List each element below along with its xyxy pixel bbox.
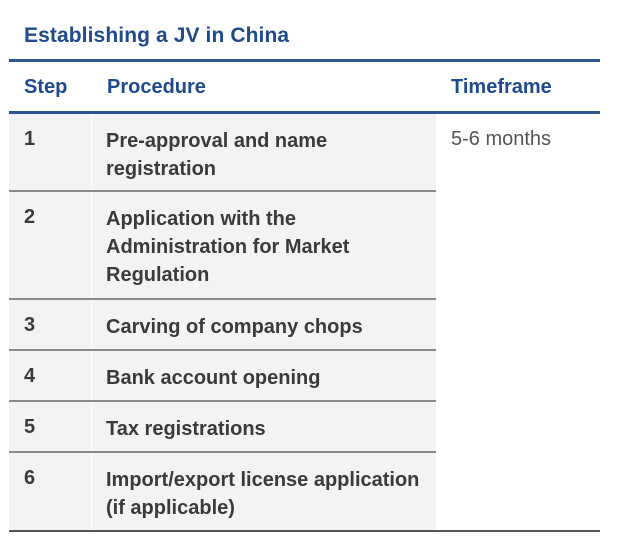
step-number: 2 <box>9 192 92 298</box>
step-number: 6 <box>9 453 92 531</box>
table-title: Establishing a JV in China <box>24 24 290 47</box>
procedure-text: Carving of company chops <box>106 316 363 338</box>
table-row: 6 Import/export license application (if … <box>9 453 436 531</box>
procedure-text: Tax registrations <box>106 418 266 440</box>
jv-steps-table: Step Procedure Timeframe 1 Pre-approval … <box>9 59 600 532</box>
timeframe-value: 5-6 months <box>451 128 552 150</box>
table-row: 4 Bank account opening <box>9 351 436 402</box>
procedure-text: Application with the Administration for … <box>106 208 350 286</box>
header-timeframe: Timeframe <box>451 76 552 98</box>
table-row: 5 Tax registrations <box>9 402 436 453</box>
table-row: 2 Application with the Administration fo… <box>9 192 436 300</box>
header-procedure: Procedure <box>107 76 206 98</box>
procedure-text: Import/export license application (if ap… <box>106 469 420 519</box>
procedure-text: Pre-approval and name registration <box>106 130 328 180</box>
step-number: 3 <box>9 300 92 349</box>
step-number: 5 <box>9 402 92 451</box>
table-bottom-rule <box>9 530 600 532</box>
step-number: 4 <box>9 351 92 400</box>
table-body: 1 Pre-approval and name registration 2 A… <box>9 114 600 532</box>
header-step: Step <box>24 76 68 98</box>
procedure-text: Bank account opening <box>106 367 321 389</box>
table-row: 3 Carving of company chops <box>9 300 436 351</box>
table-header: Step Procedure Timeframe <box>9 59 600 114</box>
step-number: 1 <box>9 114 92 190</box>
table-row: 1 Pre-approval and name registration <box>9 114 436 192</box>
